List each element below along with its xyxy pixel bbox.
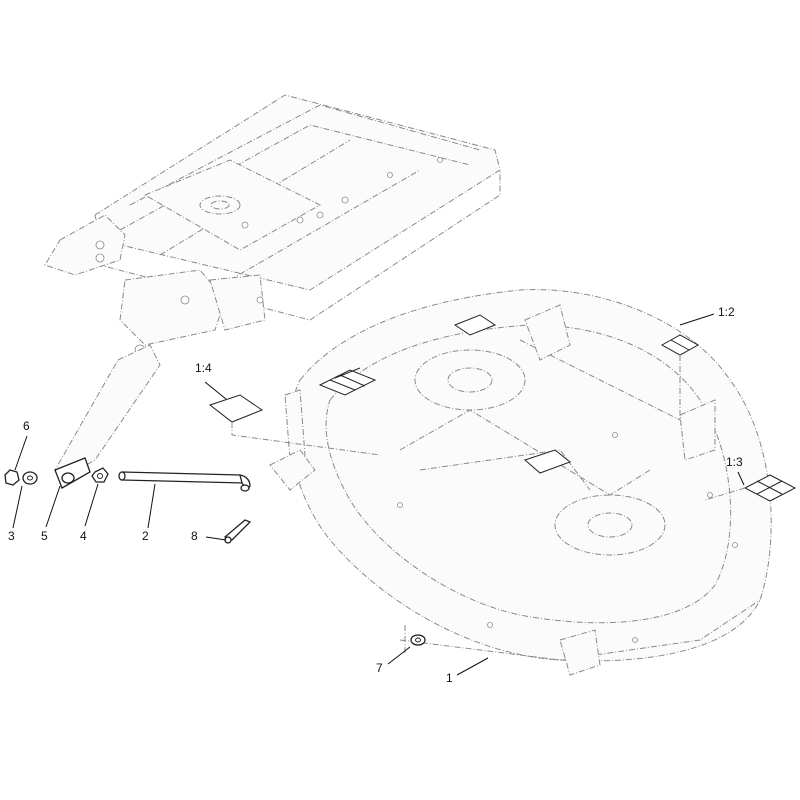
hex-nut	[4, 469, 20, 486]
leader-lines	[12, 313, 745, 676]
mower-deck-ghost	[269, 289, 772, 676]
callout-1-4: 1:4	[195, 361, 212, 375]
decal-1-3	[743, 474, 797, 502]
deck-decals	[318, 314, 572, 474]
flange-nut	[91, 467, 109, 483]
callout-8: 8	[191, 529, 198, 543]
decal-1-4	[208, 394, 264, 423]
callout-6: 6	[23, 419, 30, 433]
washer	[22, 471, 38, 485]
callout-4: 4	[80, 529, 87, 543]
callout-5: 5	[41, 529, 48, 543]
callout-1: 1	[446, 671, 453, 685]
callout-7: 7	[376, 661, 383, 675]
callout-2: 2	[142, 529, 149, 543]
lift-arm-end	[54, 457, 91, 489]
deck-washer	[410, 634, 426, 646]
decal-1-2	[660, 334, 700, 356]
tractor-frame-ghost	[44, 94, 501, 481]
callout-3: 3	[8, 529, 15, 543]
lift-link-rod	[118, 471, 251, 492]
callout-1-2: 1:2	[718, 305, 735, 319]
cotter-pin	[223, 519, 252, 544]
callout-1-3: 1:3	[726, 455, 743, 469]
